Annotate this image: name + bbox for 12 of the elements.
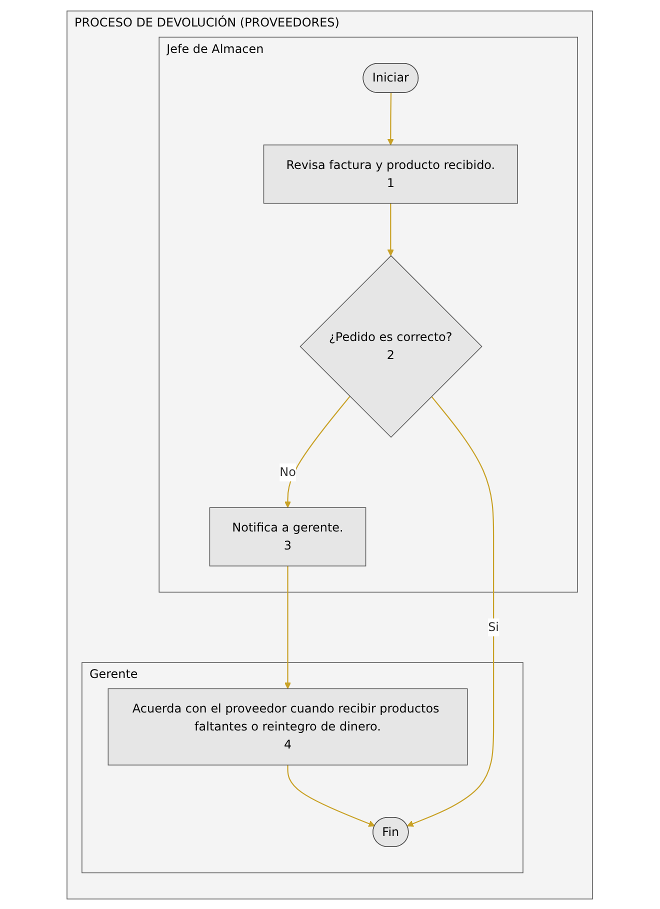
arrow (407, 396, 494, 826)
arrow (284, 565, 292, 688)
arrow (388, 202, 394, 256)
node-box: Revisa factura y producto recibido. 1 (264, 144, 518, 204)
arrow (287, 764, 376, 826)
edge-label: Si (488, 619, 500, 634)
arrow (284, 396, 350, 508)
edge-label: No (280, 464, 296, 479)
node-diamond: ¿Pedido es correcto? 2 (300, 254, 483, 438)
node-box: Acuerda con el proveedor cuando recibir productos faltantes o reintegro de dinero. 4 (108, 688, 468, 765)
arrow (388, 92, 394, 145)
node-box: Notifica a gerente. 3 (210, 506, 366, 566)
